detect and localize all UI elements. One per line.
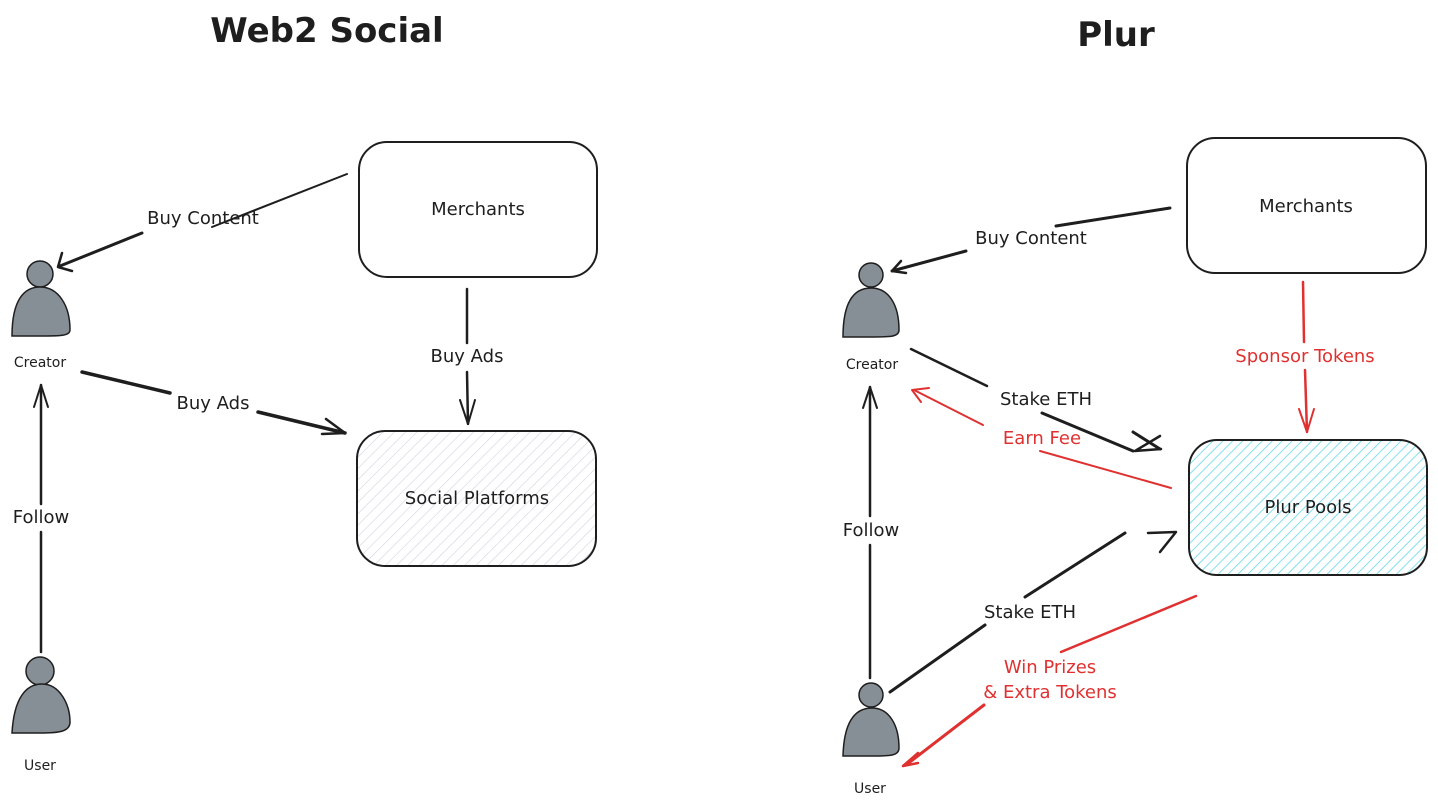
person-icon [842,682,900,757]
follow-arrow[interactable]: Follow [13,383,69,654]
social-platforms-node[interactable]: Social Platforms [356,430,597,567]
plur-title: Plur [1077,15,1155,55]
merchant-buy-ads-label: Buy Ads [431,346,504,367]
plur-follow-arrow[interactable]: Follow [843,385,899,680]
plur-pools-box [1188,439,1428,576]
user-stake-eth-arrow[interactable]: Stake ETH [888,530,1178,694]
plur-merchants-label: Merchants [1259,196,1353,217]
plur-creator-actor[interactable]: Creator [842,262,900,373]
merchants-box [358,141,598,278]
person-icon [842,262,900,338]
win-prizes-label-line1: Win Prizes [1004,657,1096,678]
user-label: User [24,758,56,774]
plur-merchants-box [1186,137,1427,274]
plur-pools-label: Plur Pools [1264,497,1351,518]
creator-label: Creator [14,355,66,371]
sponsor-tokens-label: Sponsor Tokens [1235,346,1374,367]
creator-actor[interactable]: Creator [11,260,71,371]
plur-buy-content-label: Buy Content [975,228,1087,249]
merchants-label: Merchants [431,199,525,220]
merchant-buy-ads-arrow[interactable]: Buy Ads [431,287,504,426]
user-actor[interactable]: User [11,656,71,774]
earn-fee-arrow[interactable]: Earn Fee [911,387,1172,489]
plur-diagram: Plur Merchants Plur Pools Creator User [842,15,1428,797]
social-platforms-box [356,430,597,567]
plur-pools-node[interactable]: Plur Pools [1188,439,1428,576]
social-platforms-label: Social Platforms [405,488,549,509]
follow-label: Follow [13,507,69,528]
sponsor-tokens-arrow[interactable]: Sponsor Tokens [1235,280,1375,434]
creator-buy-ads-label: Buy Ads [177,393,250,414]
plur-user-label: User [854,781,886,797]
buy-content-arrow[interactable]: Buy Content [56,173,348,273]
creator-buy-ads-arrow[interactable]: Buy Ads [80,370,347,436]
user-stake-eth-label: Stake ETH [984,602,1076,623]
plur-user-actor[interactable]: User [842,682,900,797]
creator-stake-eth-arrow[interactable]: Stake ETH [909,347,1163,453]
win-prizes-arrow[interactable]: Win Prizes & Extra Tokens [901,594,1198,768]
web2-social-title: Web2 Social [210,11,443,51]
creator-stake-eth-label: Stake ETH [1000,389,1092,410]
plur-creator-label: Creator [846,357,898,373]
person-icon [11,656,71,734]
person-icon [11,260,71,337]
buy-content-label: Buy Content [147,208,259,229]
earn-fee-label: Earn Fee [1003,428,1081,449]
plur-buy-content-arrow[interactable]: Buy Content [890,206,1172,275]
web2-social-diagram: Web2 Social Merchants Social Platforms C… [11,11,598,774]
plur-merchants-node[interactable]: Merchants [1186,137,1427,274]
win-prizes-label-line2: & Extra Tokens [983,682,1117,703]
plur-follow-label: Follow [843,520,899,541]
merchants-node[interactable]: Merchants [358,141,598,278]
